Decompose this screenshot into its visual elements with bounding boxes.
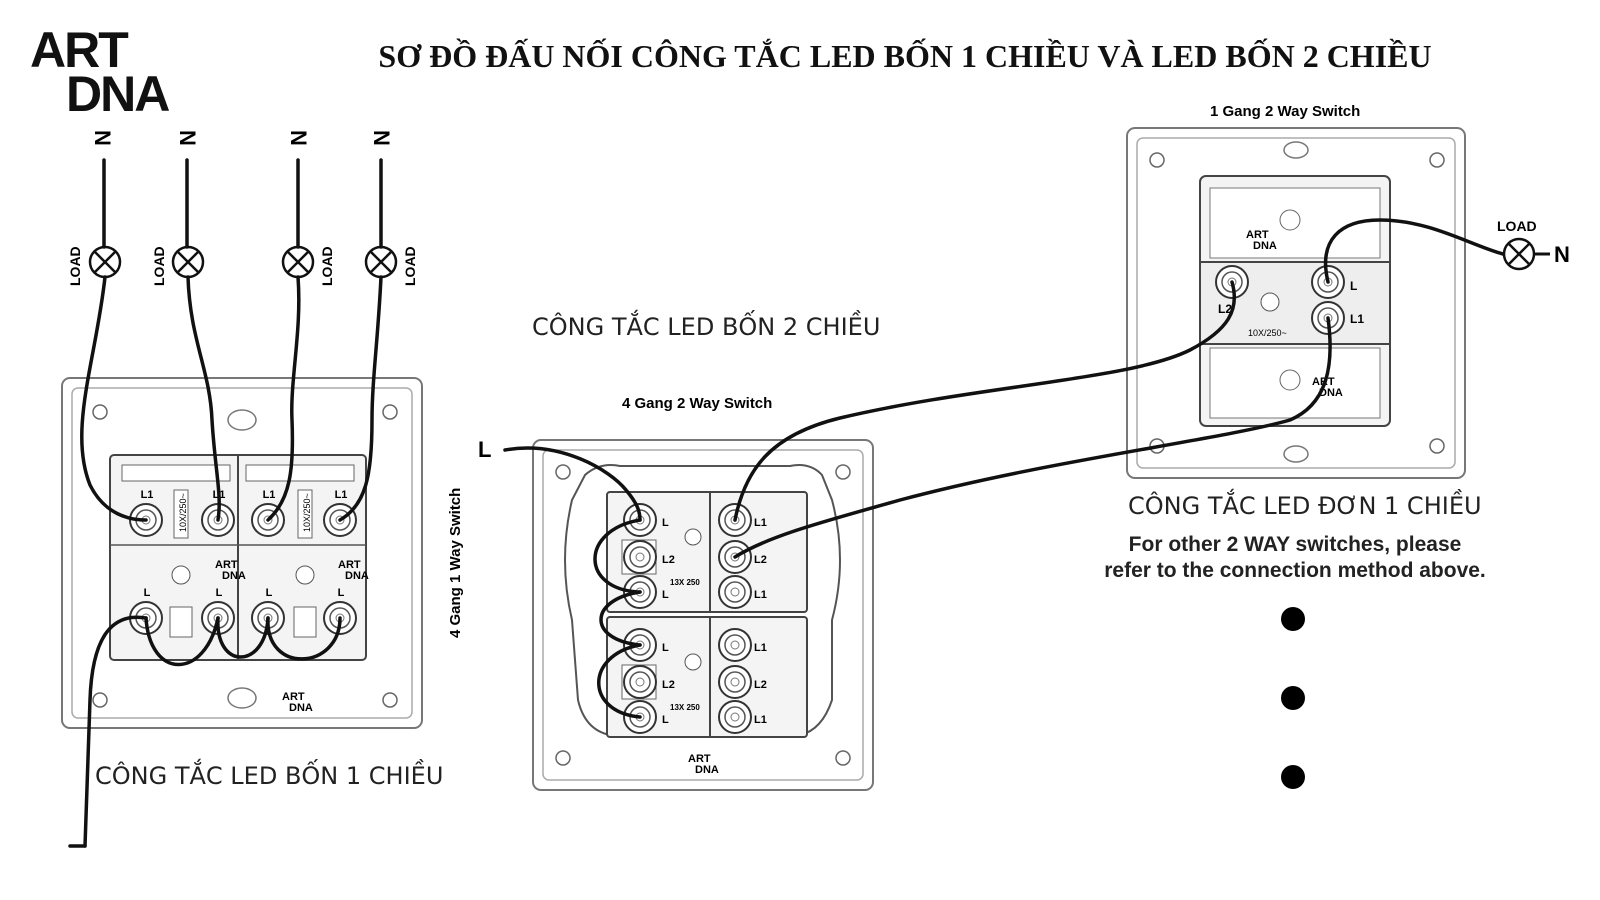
ellipsis-dot-2	[1281, 686, 1305, 710]
load-label-3: LOAD	[319, 246, 335, 286]
artdna-logo: ART DNA	[30, 22, 170, 122]
mid-rt-2: L2	[754, 554, 767, 566]
mid-rt-3: L1	[754, 589, 767, 601]
middle-wires	[503, 446, 642, 719]
right-note-line2: refer to the connection method above.	[1104, 559, 1486, 582]
logo-line1: ART	[30, 22, 129, 78]
left-side-label: 4 Gang 1 Way Switch	[447, 488, 464, 638]
four-gang-one-way-switch: L1 L1 L1 L1 L L L L 10X/250~ 10X/250~ AR…	[61, 377, 423, 729]
ellipsis-dot-1	[1281, 607, 1305, 631]
right-brand-1b: DNA	[1253, 240, 1277, 252]
left-term-top-3: L1	[263, 489, 276, 501]
right-note-line1: For other 2 WAY switches, please	[1128, 533, 1462, 556]
right-term-l1: L1	[1350, 312, 1364, 326]
neutral-label-3: N	[286, 130, 311, 146]
mid-rt-6: L1	[754, 714, 767, 726]
neutral-label-1: N	[90, 130, 115, 146]
mid-lt-1: L	[662, 517, 669, 529]
right-wires	[733, 218, 1505, 559]
mid-lt-2: L2	[662, 554, 675, 566]
load-label-4: LOAD	[402, 246, 418, 286]
left-caption: CÔNG TẮC LED BỐN 1 CHIỀU	[95, 762, 444, 790]
right-term-l: L	[1350, 279, 1357, 293]
left-brand-1b: DNA	[222, 570, 246, 582]
mid-lt-4: L	[662, 642, 669, 654]
middle-caption: CÔNG TẮC LED BỐN 2 CHIỀU	[532, 313, 881, 341]
mid-lt-5: L2	[662, 679, 675, 691]
left-term-bot-3: L	[266, 587, 273, 599]
left-term-bot-1: L	[144, 587, 151, 599]
mid-brand-b: DNA	[695, 764, 719, 776]
left-wires	[68, 158, 383, 848]
load-lamp-2	[171, 245, 205, 279]
mid-rt-1: L1	[754, 517, 767, 529]
right-brand-1a: ART	[1246, 229, 1269, 241]
left-term-bot-2: L	[216, 587, 223, 599]
mid-rt-5: L2	[754, 679, 767, 691]
load-label-1: LOAD	[67, 246, 83, 286]
right-load-label: LOAD	[1497, 218, 1537, 234]
mid-rt-4: L1	[754, 642, 767, 654]
left-brand-2b: DNA	[345, 570, 369, 582]
left-brand-2a: ART	[338, 559, 361, 571]
right-brand-2b: DNA	[1319, 387, 1343, 399]
mid-live-label: L	[478, 437, 491, 462]
one-gang-two-way-switch: L2 L L1 10X/250~ ART DNA ART DNA	[1126, 127, 1466, 479]
right-device-label: 1 Gang 2 Way Switch	[1210, 103, 1360, 120]
left-rating-2: 10X/250~	[302, 493, 312, 532]
mid-brand-a: ART	[688, 753, 711, 765]
left-brand-bottom-b: DNA	[289, 702, 313, 714]
diagram-title: SƠ ĐỒ ĐẤU NỐI CÔNG TẮC LED BỐN 1 CHIỀU V…	[378, 38, 1432, 74]
left-term-top-4: L1	[335, 489, 348, 501]
right-neutral-label: N	[1554, 242, 1570, 267]
mid-rating-1: 13X 250	[670, 578, 700, 587]
left-brand-bottom-a: ART	[282, 691, 305, 703]
mid-device-label: 4 Gang 2 Way Switch	[622, 395, 772, 412]
neutral-label-2: N	[175, 130, 200, 146]
mid-lt-3: L	[662, 589, 669, 601]
neutral-label-4: N	[369, 130, 394, 146]
right-caption: CÔNG TẮC LED ĐƠN 1 CHIỀU	[1128, 492, 1482, 520]
load-lamp-1	[88, 245, 122, 279]
left-brand-1a: ART	[215, 559, 238, 571]
left-term-bot-4: L	[338, 587, 345, 599]
logo-line2: DNA	[66, 66, 170, 122]
left-term-top-1: L1	[141, 489, 154, 501]
load-lamp-3	[281, 245, 315, 279]
four-gang-two-way-switch: 13X 250 13X 250 L L2 L L L2 L L1 L2 L1 L…	[532, 439, 874, 791]
mid-lt-6: L	[662, 714, 669, 726]
mid-rating-2: 13X 250	[670, 703, 700, 712]
right-load-lamp	[1502, 237, 1536, 271]
right-term-l2: L2	[1218, 302, 1232, 316]
right-rating: 10X/250~	[1248, 328, 1287, 338]
left-rating-1: 10X/250~	[178, 493, 188, 532]
ellipsis-dot-3	[1281, 765, 1305, 789]
load-lamp-4	[364, 245, 398, 279]
left-neutrals-and-loads: N N N N LOAD LOAD LOAD LOAD	[67, 130, 418, 286]
load-label-2: LOAD	[151, 246, 167, 286]
